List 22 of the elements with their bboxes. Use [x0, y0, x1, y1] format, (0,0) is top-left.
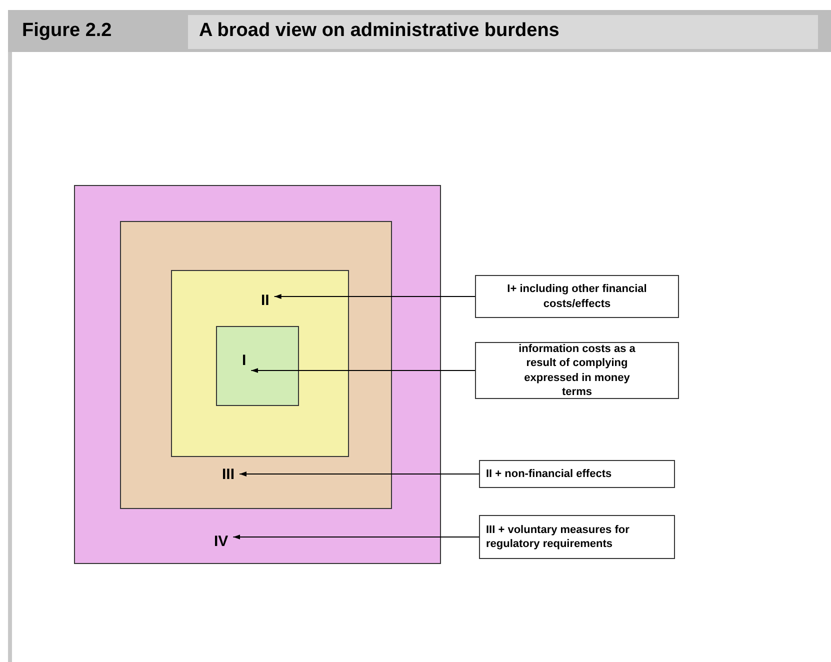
note-text: III + voluntary measures for regulatory requirements — [486, 522, 630, 552]
nested-square — [74, 185, 441, 564]
note-box — [479, 515, 675, 559]
figure-title: A broad view on administrative burdens — [199, 20, 560, 42]
note-box — [475, 342, 679, 399]
nested-square — [120, 221, 392, 509]
arrow — [250, 368, 476, 373]
note-text: II + non-financial effects — [486, 466, 612, 482]
nested-square — [171, 270, 349, 457]
level-numeral: III — [222, 467, 235, 482]
note-box — [475, 275, 679, 318]
level-numeral: II — [261, 293, 270, 308]
note-box — [479, 460, 675, 488]
note-text: information costs as a result of complying expressed in money terms — [518, 342, 636, 400]
figure-number: Figure 2.2 — [22, 20, 112, 42]
arrow — [232, 534, 480, 540]
nested-square — [216, 326, 299, 406]
level-numeral: IV — [214, 534, 228, 549]
level-numeral: I — [242, 353, 246, 368]
note-text: I+ including other financial costs/effects — [506, 282, 648, 311]
arrow — [239, 472, 480, 476]
arrow — [274, 294, 476, 299]
